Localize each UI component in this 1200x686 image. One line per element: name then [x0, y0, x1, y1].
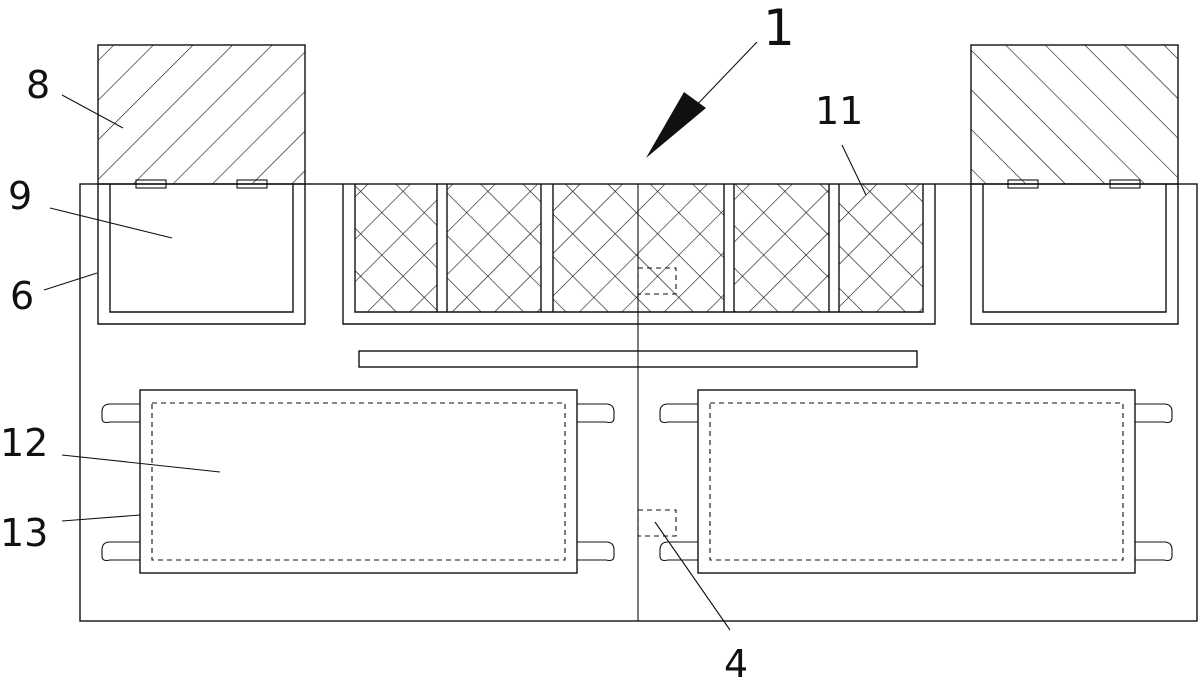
- leader-9: [49, 207, 173, 239]
- clip: [1007, 179, 1039, 189]
- horizontal-bar: [358, 350, 918, 368]
- center-tray: [342, 184, 936, 325]
- drawer-right: [659, 389, 1173, 574]
- clip: [135, 179, 167, 189]
- label-part-11: 11: [815, 89, 864, 133]
- side-box-right: [970, 184, 1179, 325]
- label-part-8: 8: [26, 63, 51, 107]
- clip: [236, 179, 268, 189]
- side-box-left: [97, 184, 306, 325]
- label-part-12: 12: [0, 421, 49, 465]
- assembly-arrow: [646, 41, 758, 158]
- label-part-6: 6: [10, 274, 35, 318]
- leader-8: [61, 94, 124, 129]
- top-block-left: [97, 44, 306, 185]
- drawer-left: [101, 389, 615, 574]
- leader-6: [43, 272, 98, 291]
- top-block-right: [970, 44, 1179, 185]
- clip: [1109, 179, 1141, 189]
- leader-4: [654, 521, 731, 631]
- label-part-13: 13: [0, 511, 49, 555]
- leader-12: [61, 454, 221, 473]
- label-part-4: 4: [724, 642, 749, 686]
- leader-13: [61, 514, 141, 522]
- label-part-9: 9: [8, 174, 33, 218]
- hidden-block-lower: [637, 509, 677, 537]
- label-assembly-1: 1: [763, 0, 795, 57]
- hidden-block-upper: [637, 267, 677, 295]
- leader-11: [841, 144, 867, 196]
